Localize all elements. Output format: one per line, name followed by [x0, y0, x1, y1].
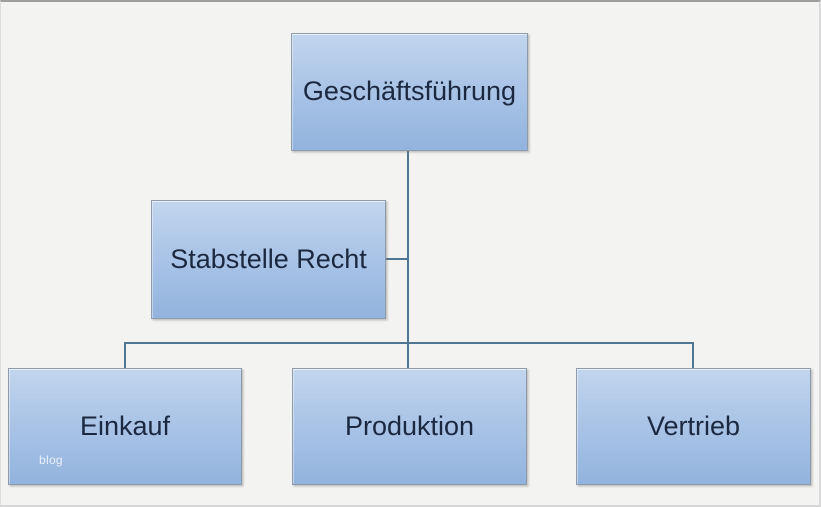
org-node-produktion: Produktion: [292, 368, 527, 485]
connector-drop-left: [124, 342, 126, 368]
org-node-einkauf: Einkauf: [8, 368, 242, 485]
connector-bus-horizontal: [124, 342, 694, 344]
org-node-label: Stabstelle Recht: [170, 243, 367, 274]
org-node-geschaeftsfuehrung: Geschäftsführung: [291, 33, 528, 151]
org-node-label: Einkauf: [79, 410, 171, 441]
org-node-label: Produktion: [344, 410, 475, 441]
connector-root-vertical: [407, 151, 409, 368]
org-node-label: Vertrieb: [646, 410, 741, 441]
connector-drop-right: [692, 342, 694, 368]
connector-staff-horizontal: [386, 258, 407, 260]
org-node-vertrieb: Vertrieb: [576, 368, 811, 485]
watermark: blog: [39, 453, 63, 467]
org-node-stabstelle-recht: Stabstelle Recht: [151, 200, 386, 319]
org-node-label: Geschäftsführung: [302, 76, 517, 107]
